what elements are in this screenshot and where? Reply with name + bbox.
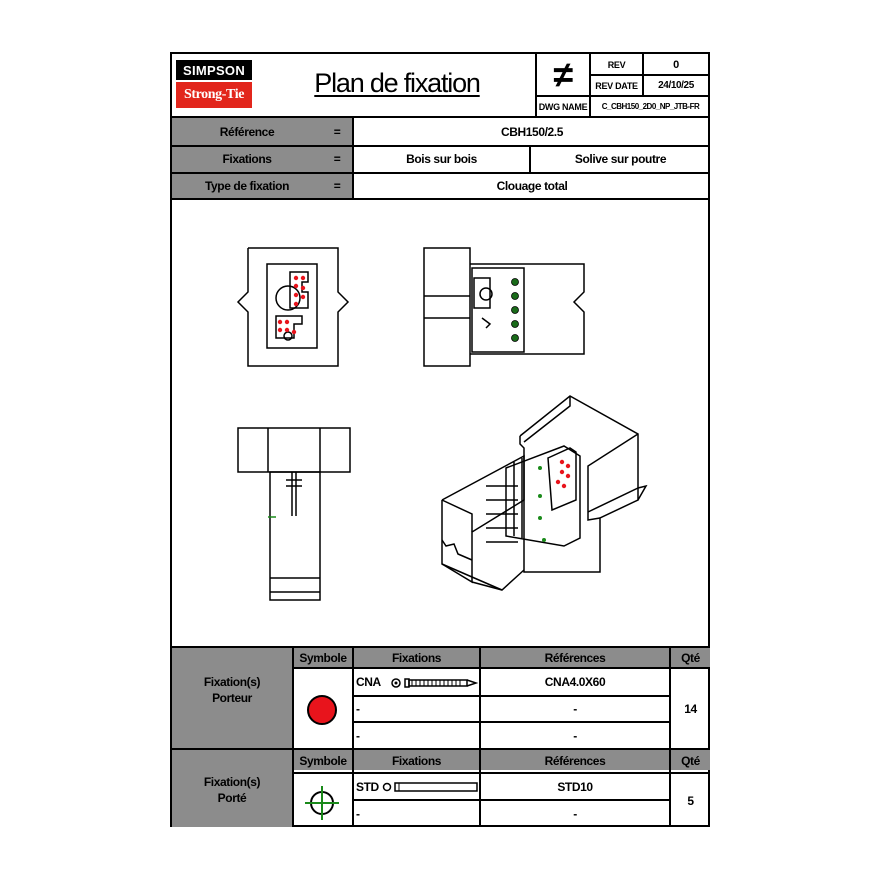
type-label: Type de fixation bbox=[204, 178, 290, 193]
equals-sign: = bbox=[333, 152, 341, 166]
green-crosshair-symbol-icon bbox=[305, 786, 339, 820]
isometric-view bbox=[441, 395, 648, 591]
info-label-background bbox=[172, 118, 352, 198]
logo-strong-tie: Strong-Tie bbox=[176, 82, 252, 108]
porteur-row1-reference: CNA4.0X60 bbox=[544, 675, 606, 689]
porteur-col-fixations: Fixations bbox=[391, 650, 442, 665]
not-equal-icon: ≠ bbox=[553, 54, 573, 95]
reference-label: Référence bbox=[219, 124, 275, 139]
porte-section-label: Fixation(s) bbox=[203, 775, 261, 789]
porteur-col-qte: Qté bbox=[681, 650, 700, 665]
porteur-quantity: 14 bbox=[684, 701, 697, 716]
porteur-row3-fixation: - bbox=[356, 728, 360, 743]
porteur-row2-reference: - bbox=[573, 702, 577, 716]
technical-drawing bbox=[236, 247, 648, 601]
porteur-section-background bbox=[172, 648, 292, 748]
dowel-icon bbox=[382, 782, 478, 792]
fixations-value-joist: Solive sur poutre bbox=[574, 152, 667, 166]
section-view bbox=[237, 427, 351, 601]
dwg-name-value: C_CBH150_2D0_NP_JTB-FR bbox=[601, 102, 700, 111]
porteur-header-background bbox=[292, 648, 710, 668]
porte-row1-reference: STD10 bbox=[557, 779, 593, 794]
porte-col-fixations: Fixations bbox=[391, 754, 442, 768]
porteur-col-symbole: Symbole bbox=[299, 650, 347, 665]
nail-icon bbox=[391, 678, 478, 688]
red-circle-symbol-icon bbox=[307, 695, 337, 725]
porte-row1-fixation: STD bbox=[356, 779, 379, 794]
reference-value: CBH150/2.5 bbox=[500, 124, 564, 139]
porteur-section-label: Fixation(s) bbox=[203, 675, 261, 689]
porteur-row1-fixation: CNA bbox=[356, 675, 381, 689]
porte-section-background bbox=[172, 750, 292, 827]
porteur-row2-fixation: - bbox=[356, 702, 360, 716]
fixations-label: Fixations bbox=[222, 152, 272, 166]
porteur-col-references: Références bbox=[544, 650, 606, 665]
porteur-row3-reference: - bbox=[573, 728, 577, 743]
front-view bbox=[236, 247, 350, 367]
equals-sign: = bbox=[333, 124, 341, 139]
drawing-sheet: SIMPSON Strong-Tie Plan de fixation ≠ RE… bbox=[170, 52, 710, 827]
page-title: Plan de fixation bbox=[314, 67, 481, 98]
side-view bbox=[423, 247, 585, 367]
porte-section-sublabel: Porté bbox=[217, 791, 247, 805]
porte-col-references: Références bbox=[544, 754, 606, 768]
dwg-name-label: DWG NAME bbox=[538, 101, 588, 112]
logo-simpson: SIMPSON bbox=[176, 60, 252, 80]
rev-date-value: 24/10/25 bbox=[658, 80, 694, 91]
porte-col-symbole: Symbole bbox=[299, 754, 347, 768]
type-value: Clouage total bbox=[496, 178, 568, 193]
rev-date-label: REV DATE bbox=[595, 80, 638, 91]
porte-header-background bbox=[292, 750, 710, 770]
porteur-section-sublabel: Porteur bbox=[212, 691, 252, 705]
porte-row2-reference: - bbox=[573, 807, 577, 821]
porte-quantity: 5 bbox=[687, 793, 694, 808]
equals-sign: = bbox=[333, 178, 341, 193]
porte-col-qte: Qté bbox=[681, 754, 700, 768]
fixations-value-wood: Bois sur bois bbox=[406, 152, 477, 166]
rev-value: 0 bbox=[673, 59, 679, 71]
rev-label: REV bbox=[607, 60, 626, 70]
porte-row2-fixation: - bbox=[356, 807, 360, 821]
